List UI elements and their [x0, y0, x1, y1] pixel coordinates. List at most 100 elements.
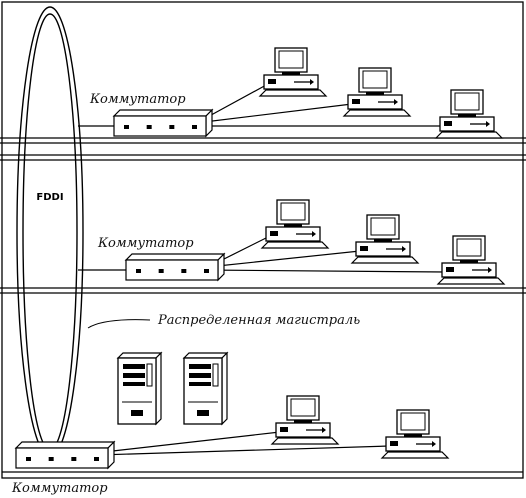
- floor-3-switch: [14, 440, 116, 470]
- floor-2-switch-top: [124, 253, 226, 261]
- floor-2-switch-port: [136, 269, 141, 273]
- floor-2-switch: [124, 252, 226, 282]
- floor-3-workstation-2-stand: [404, 434, 422, 437]
- floor-2-workstation-2-keyboard: [350, 256, 420, 264]
- floor-1-wire-2: [195, 103, 353, 124]
- floor-3-switch-port: [48, 457, 54, 461]
- floor-3-server-1-top: [116, 352, 163, 359]
- floor-2-workstation-3-screen: [456, 238, 482, 257]
- floor-1-workstation-1: [258, 47, 328, 97]
- floor-3-workstation-1-keyboard: [270, 437, 340, 445]
- floor-2-workstation-3-stand: [460, 260, 478, 263]
- floor-2-workstation-1-indicator: [312, 231, 316, 237]
- floor-3-workstation-2-case: [385, 436, 441, 452]
- floor-3-switch-port: [71, 457, 77, 461]
- floor-1-switch: [112, 108, 214, 138]
- fddi-ring-inner: [22, 13, 78, 451]
- switch-label-floor-3: Коммутатор: [11, 481, 108, 496]
- floor-1-workstation-2-keyboard: [342, 109, 412, 117]
- floor-1-workstation-1-case: [263, 74, 319, 90]
- floor-3-server-2-side: [221, 351, 228, 426]
- floor-3-workstation-1-screen: [290, 398, 316, 417]
- floor-2-workstation-1-drive: [270, 231, 278, 236]
- fddi-label: FDDI: [36, 192, 63, 203]
- floor-1-workstation-2-screen: [362, 70, 388, 89]
- floor-3-switch-top: [14, 441, 116, 449]
- floor-2-workstation-1-stand: [284, 224, 302, 227]
- floor-1-workstation-3: [434, 89, 504, 139]
- floor-3-wire-1: [103, 431, 281, 453]
- floor-1-workstation-2: [342, 67, 412, 117]
- floor-2-wire-3: [201, 269, 447, 273]
- backbone-label: Распределенная магистраль: [157, 313, 360, 328]
- floor-3-server-2-bay-1: [189, 364, 211, 369]
- floor-2-workstation-2-indicator: [402, 246, 406, 252]
- floor-2-workstation-1-keyboard: [260, 241, 330, 249]
- floor-3-server-2-bay-2: [189, 373, 211, 378]
- floor-1-workstation-1-indicator: [310, 79, 314, 85]
- floor-1-workstation-3-screen: [454, 92, 480, 111]
- floor-1-workstation-2-case: [347, 94, 403, 110]
- floor-2-workstation-3-indicator: [488, 267, 492, 273]
- floor-3-server-1: [116, 351, 163, 426]
- floor-3-workstation-1-case: [275, 422, 331, 438]
- floor-3-server-2-bay-3: [189, 382, 211, 386]
- floor-3-server-2-top: [182, 352, 229, 359]
- floor-3-workstation-1-stand: [294, 420, 312, 423]
- fddi-ring-outer: [16, 6, 84, 458]
- floor-1-switch-port: [192, 125, 197, 129]
- floor-3-server-1-bay-3: [123, 382, 145, 386]
- floor-2-workstation-2-stand: [374, 239, 392, 242]
- floor-1-wire-1: [201, 83, 269, 121]
- floor-3-switch-port: [94, 457, 99, 461]
- floor-1-workstation-3-drive: [444, 121, 452, 126]
- floor-3-server-2-panel: [212, 363, 219, 387]
- floor-3-workstation-2-screen: [400, 412, 426, 431]
- floor-3-workstation-2-drive: [390, 441, 398, 446]
- floor-1-switch-port: [169, 125, 175, 129]
- floor-2-switch-body: [125, 259, 219, 281]
- floor-1-workstation-2-stand: [366, 92, 384, 95]
- floor-1-workstation-1-stand: [282, 72, 300, 75]
- floor-3-wire-2: [97, 445, 391, 456]
- floor-3-server-2: [182, 351, 229, 426]
- floor-2-workstation-2-screen: [370, 217, 396, 236]
- backbone-leader-line: [87, 319, 151, 329]
- floor-1-switch-port: [146, 125, 152, 129]
- floor-3-server-2-foot: [197, 410, 209, 416]
- floor-1-workstation-2-drive: [352, 99, 360, 104]
- floor-2-workstation-3: [436, 235, 506, 285]
- floor-2-wire-2: [207, 250, 361, 268]
- floor-1-switch-top: [112, 109, 214, 117]
- floor-3-workstation-2-indicator: [432, 441, 436, 447]
- fddi-label-backdrop: [30, 188, 70, 204]
- floor-2-workstation-2-case: [355, 241, 411, 257]
- floor-1-workstation-3-case: [439, 116, 495, 132]
- floor-3-switch-port: [26, 457, 31, 461]
- floor-3-switch-body: [15, 447, 109, 469]
- floor-2-switch-port: [181, 269, 187, 273]
- floor-2-switch-port: [204, 269, 209, 273]
- floor-3-server-1-side: [155, 351, 162, 426]
- floor-3-workstation-2-keyboard: [380, 451, 450, 459]
- floor-2-workstation-1: [260, 199, 330, 249]
- floor-3-server-1-panel: [146, 363, 153, 387]
- switch-label-floor-2: Коммутатор: [97, 236, 194, 251]
- floor-1-workstation-3-indicator: [486, 121, 490, 127]
- floor-3-workstation-2: [380, 409, 450, 459]
- floor-1-workstation-3-keyboard: [434, 131, 504, 139]
- floor-1-workstation-2-indicator: [394, 99, 398, 105]
- switch-label-floor-1: Коммутатор: [89, 92, 186, 107]
- floor-1-switch-body: [113, 115, 207, 137]
- floor-1-workstation-1-drive: [268, 79, 276, 84]
- floor-3-server-1-bay-1: [123, 364, 145, 369]
- floor-2-workstation-3-drive: [446, 267, 454, 272]
- floor-2-switch-port: [158, 269, 164, 273]
- floor-3-server-1-foot: [131, 410, 143, 416]
- floor-2-workstation-1-case: [265, 226, 321, 242]
- devices: [14, 47, 506, 470]
- fddi-ring: [16, 6, 84, 458]
- floor-1-workstation-3-stand: [458, 114, 476, 117]
- floor-1-workstation-1-screen: [278, 50, 304, 69]
